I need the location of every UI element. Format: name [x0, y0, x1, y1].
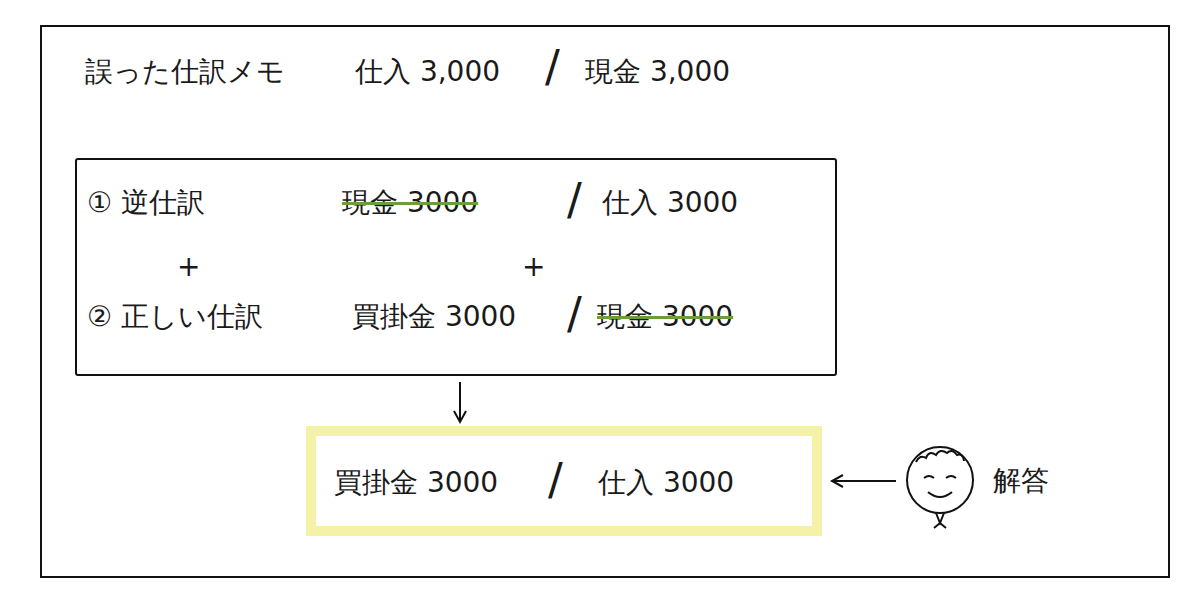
face-icon	[898, 436, 988, 536]
plus-sign: +	[522, 250, 545, 284]
step-label: ① 逆仕訳	[87, 186, 205, 220]
strike-entry: 現金 3000	[597, 300, 733, 334]
entry-amount: 仕入 3000	[602, 186, 738, 220]
memo-title: 誤った仕訳メモ	[85, 55, 285, 89]
entry-separator: /	[567, 292, 582, 336]
entry-amount: 買掛金 3000	[352, 300, 516, 334]
correction-box: ① 逆仕訳現金 3000/仕入 3000++② 正しい仕訳買掛金 3000/現金…	[75, 158, 837, 376]
answer-caption: 解答	[993, 464, 1049, 498]
entry-separator: /	[548, 458, 563, 502]
plus-sign: +	[177, 250, 200, 284]
answer-entry: 買掛金 3000	[334, 466, 498, 500]
entry-amount: 現金 3,000	[585, 55, 730, 89]
strike-entry: 現金 3000	[342, 186, 478, 220]
entry-separator: /	[545, 45, 560, 89]
flow-arrow	[832, 480, 896, 482]
answer-entry: 仕入 3000	[598, 466, 734, 500]
answer-figure: 解答	[898, 436, 1073, 536]
step-label: ② 正しい仕訳	[87, 300, 263, 334]
entry-amount: 仕入 3,000	[355, 55, 500, 89]
entry-separator: /	[567, 178, 582, 222]
answer-box: 買掛金 3000 / 仕入 3000	[306, 426, 822, 536]
flow-arrow	[459, 382, 461, 422]
